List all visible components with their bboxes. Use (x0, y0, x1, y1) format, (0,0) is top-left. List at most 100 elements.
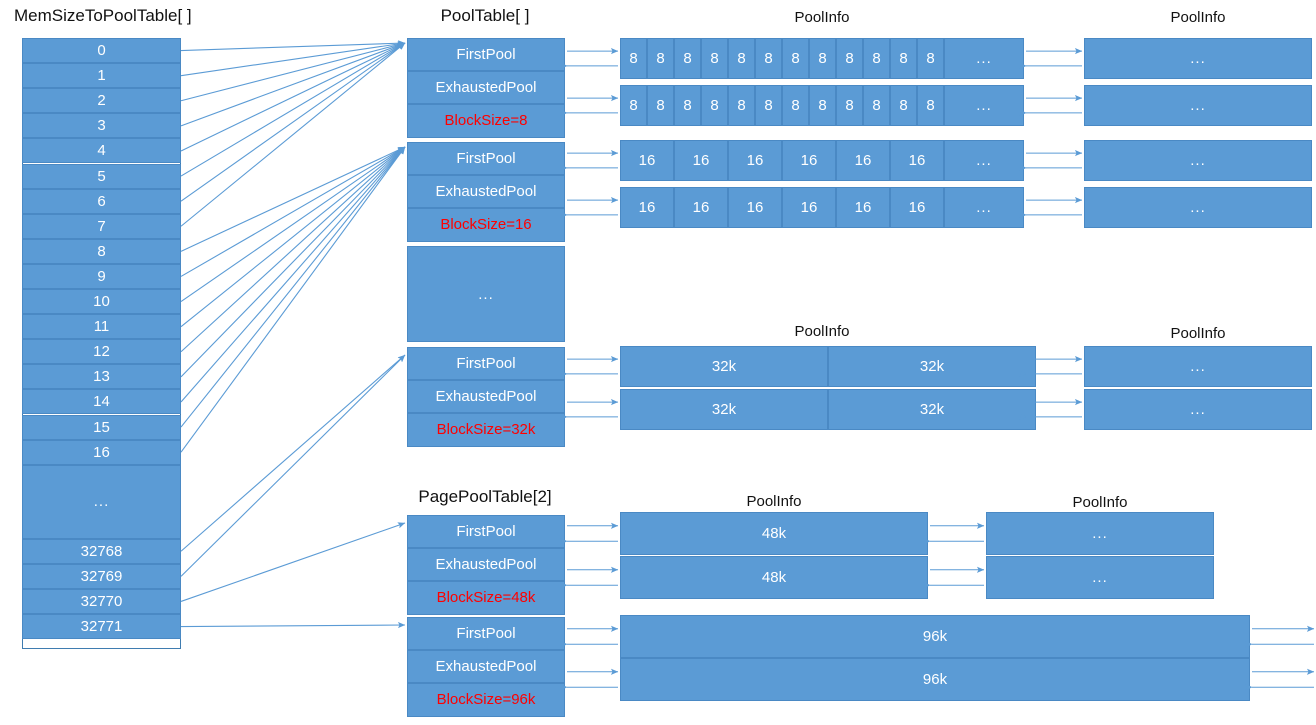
mem-size-entry: ... (22, 464, 181, 539)
connector-arrow (180, 40, 406, 77)
pool-info-next-block: ... (1084, 389, 1312, 430)
mem-size-to-pool-table-title: MemSizeToPoolTable[ ] (14, 6, 192, 25)
pool-info-next-block: ... (986, 512, 1214, 555)
pool-info-block-cell: 8 (836, 38, 863, 79)
pool-info-block-cell: 16 (782, 187, 836, 228)
pool-info-block-cell: 8 (674, 85, 701, 126)
mem-size-entry: 7 (22, 213, 181, 239)
pool-info-block-cell: 16 (674, 187, 728, 228)
page-pool-table-first-pool: FirstPool (407, 515, 565, 549)
pool-info-next-block: ... (1084, 187, 1312, 228)
mem-size-entry: 6 (22, 188, 181, 214)
pool-info-block-cell: 96k (620, 615, 1250, 658)
pool-info-block-cell: 8 (620, 85, 647, 126)
pool-info-block-tail: ... (944, 85, 1024, 126)
pool-info-block-cell: 48k (620, 512, 928, 555)
mem-size-entry: 1 (22, 63, 181, 89)
connector-arrow (180, 146, 406, 277)
pool-info-block-cell: 8 (647, 85, 674, 126)
pool-info-block-cell: 8 (728, 85, 755, 126)
pool-info-block-cell: 8 (890, 38, 917, 79)
mem-size-entry: 9 (22, 263, 181, 289)
connector-arrow (180, 354, 406, 577)
mem-size-entry: 10 (22, 289, 181, 315)
connector-arrow (180, 42, 406, 177)
pool-info-block-cell: 32k (620, 389, 828, 430)
pool-info-next-block: ... (1084, 346, 1312, 387)
mem-size-entry: 13 (22, 364, 181, 390)
pool-info-block-cell: 8 (917, 38, 944, 79)
page-pool-table-block-size: BlockSize=48k (407, 581, 565, 615)
pool-info-block-cell: 8 (782, 85, 809, 126)
mem-size-entry: 5 (22, 163, 181, 189)
pool-info-block-cell: 16 (782, 140, 836, 181)
connector-arrow (180, 42, 406, 227)
pool-info-block-tail: ... (944, 187, 1024, 228)
mem-size-entry: 12 (22, 339, 181, 365)
mem-size-entry: 32769 (22, 563, 181, 589)
pool-info-block-cell: 32k (620, 346, 828, 387)
pool-info-block-cell: 32k (828, 346, 1036, 387)
pool-info-block-tail: ... (944, 140, 1024, 181)
connector-arrow (180, 42, 406, 152)
pool-table-title: PoolTable[ ] (440, 6, 530, 25)
mem-size-entry: 16 (22, 439, 181, 465)
connector-arrow (180, 146, 406, 428)
pool-info-block-cell: 8 (809, 85, 836, 126)
mem-size-entry: 3 (22, 113, 181, 139)
pool-info-block-cell: 8 (620, 38, 647, 79)
pool-info-block-cell: 8 (863, 38, 890, 79)
pool-info-block-cell: 8 (755, 38, 782, 79)
pool-table-exhausted-pool: ExhaustedPool (407, 175, 565, 209)
pool-info-block: 96k (620, 615, 1250, 658)
pool-table-ellipsis: ... (407, 246, 565, 342)
connector-arrow (180, 42, 406, 127)
mem-size-entry: 14 (22, 389, 181, 415)
page-pool-table-first-pool: FirstPool (407, 617, 565, 651)
pool-info-block-cell: 8 (755, 85, 782, 126)
mem-size-entry: 32771 (22, 614, 181, 640)
pool-info-title-32k-mid: PoolInfo (794, 323, 850, 340)
mem-size-entry: 32768 (22, 538, 181, 564)
connector-arrow (180, 40, 406, 52)
connector-arrow (180, 621, 406, 629)
pool-info-block-cell: 8 (728, 38, 755, 79)
connector-arrow (180, 146, 406, 328)
pool-table-block-size: BlockSize=32k (407, 413, 565, 447)
connector-arrow (180, 41, 406, 102)
pool-info-block-cell: 8 (890, 85, 917, 126)
connector-arrow (180, 146, 406, 252)
pool-table-first-pool: FirstPool (407, 38, 565, 72)
connector-arrow (180, 522, 406, 602)
pool-info-block: 96k (620, 658, 1250, 701)
connector-arrow (180, 146, 406, 303)
pool-info-title-top-right: PoolInfo (1170, 9, 1226, 26)
mem-size-entry: 8 (22, 238, 181, 264)
connector-arrow (180, 42, 406, 202)
pool-info-title-48k-right: PoolInfo (1072, 494, 1128, 511)
connector-arrow (180, 146, 406, 403)
page-pool-table-exhausted-pool: ExhaustedPool (407, 548, 565, 582)
pool-info-block: 48k (620, 512, 928, 555)
pool-table-first-pool: FirstPool (407, 347, 565, 381)
connector-arrow (180, 146, 406, 353)
pool-info-block-cell: 16 (890, 187, 944, 228)
pool-table-exhausted-pool: ExhaustedPool (407, 380, 565, 414)
mem-size-entry: 0 (22, 38, 181, 64)
page-pool-table-title: PagePoolTable[2] (418, 487, 552, 506)
pool-table-exhausted-pool: ExhaustedPool (407, 71, 565, 105)
pool-info-next-block: ... (986, 556, 1214, 599)
pool-info-title-48k-mid: PoolInfo (746, 493, 802, 510)
pool-info-next-block: ... (1084, 85, 1312, 126)
pool-table-block-size: BlockSize=16 (407, 208, 565, 242)
connector-arrow (180, 354, 406, 552)
pool-info-block-cell: 16 (728, 140, 782, 181)
pool-info-block-cell: 16 (728, 187, 782, 228)
pool-info-block-cell: 8 (782, 38, 809, 79)
pool-table-block-size: BlockSize=8 (407, 104, 565, 138)
